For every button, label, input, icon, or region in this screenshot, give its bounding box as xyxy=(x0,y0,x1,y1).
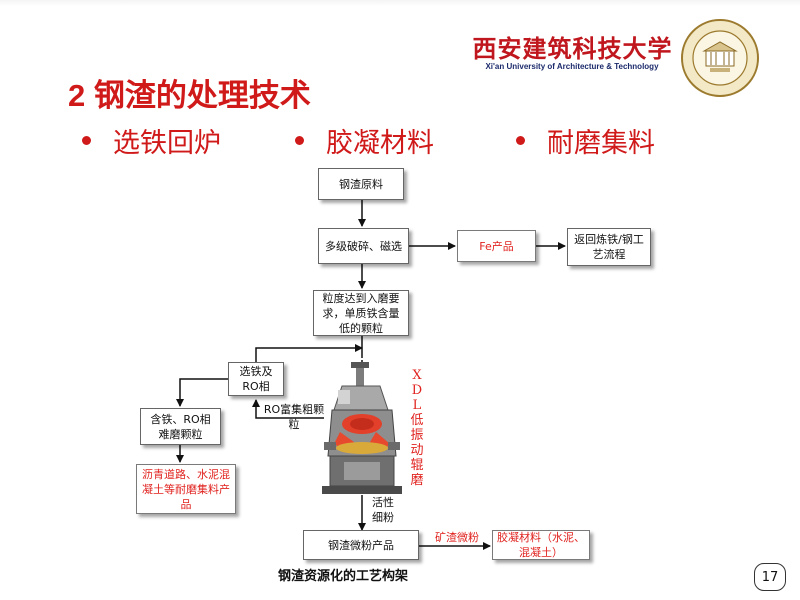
page-number: 17 xyxy=(754,563,786,591)
raw-material-box: 钢渣原料 xyxy=(318,168,404,200)
mill-name-label: XDL低振动辊磨 xyxy=(410,368,424,488)
fine-particles-box: 粒度达到入磨要求，单质铁含量低的颗粒 xyxy=(313,290,409,336)
return-process-box: 返回炼铁/钢工艺流程 xyxy=(567,228,651,266)
bullet-dot xyxy=(82,135,91,145)
university-name-cn: 西安建筑科技大学 xyxy=(472,34,673,63)
bullet-dot xyxy=(516,135,525,145)
micro-powder-box: 钢渣微粉产品 xyxy=(303,530,419,560)
university-name-en: Xi'an University of Architecture & Techn… xyxy=(485,62,659,71)
bullet-text: 耐磨集料 xyxy=(547,127,655,159)
ro-rich-label: RO富集粗颗粒 xyxy=(263,403,325,431)
iron-ro-particles-box: 含铁、RO相难磨颗粒 xyxy=(140,408,221,445)
bullet-text: 胶凝材料 xyxy=(326,127,434,159)
roller-mill-icon xyxy=(322,362,402,494)
diagram-caption: 钢渣资源化的工艺构架 xyxy=(278,569,409,584)
cementitious-box: 胶凝材料（水泥、混凝土） xyxy=(492,530,590,560)
iron-ro-selection-box: 选铁及RO相 xyxy=(228,362,284,396)
active-powder-label: 活性细粉 xyxy=(372,496,394,524)
crush-magnetic-box: 多级破碎、磁选 xyxy=(318,228,409,264)
slide-title: 2 钢渣的处理技术 xyxy=(68,78,311,113)
slag-powder-label: 矿渣微粉 xyxy=(435,531,479,544)
fe-product-box: Fe产品 xyxy=(457,230,536,262)
bullet-text: 选铁回炉 xyxy=(113,127,221,159)
bullet-item: 选铁回炉 xyxy=(82,122,221,159)
bullet-item: 耐磨集料 xyxy=(516,122,655,159)
aggregate-product-box: 沥青道路、水泥混凝土等耐磨集料产品 xyxy=(136,464,236,514)
bullet-dot xyxy=(295,135,304,145)
top-bar xyxy=(0,0,800,6)
university-seal-icon xyxy=(681,19,759,97)
bullet-item: 胶凝材料 xyxy=(295,122,434,159)
